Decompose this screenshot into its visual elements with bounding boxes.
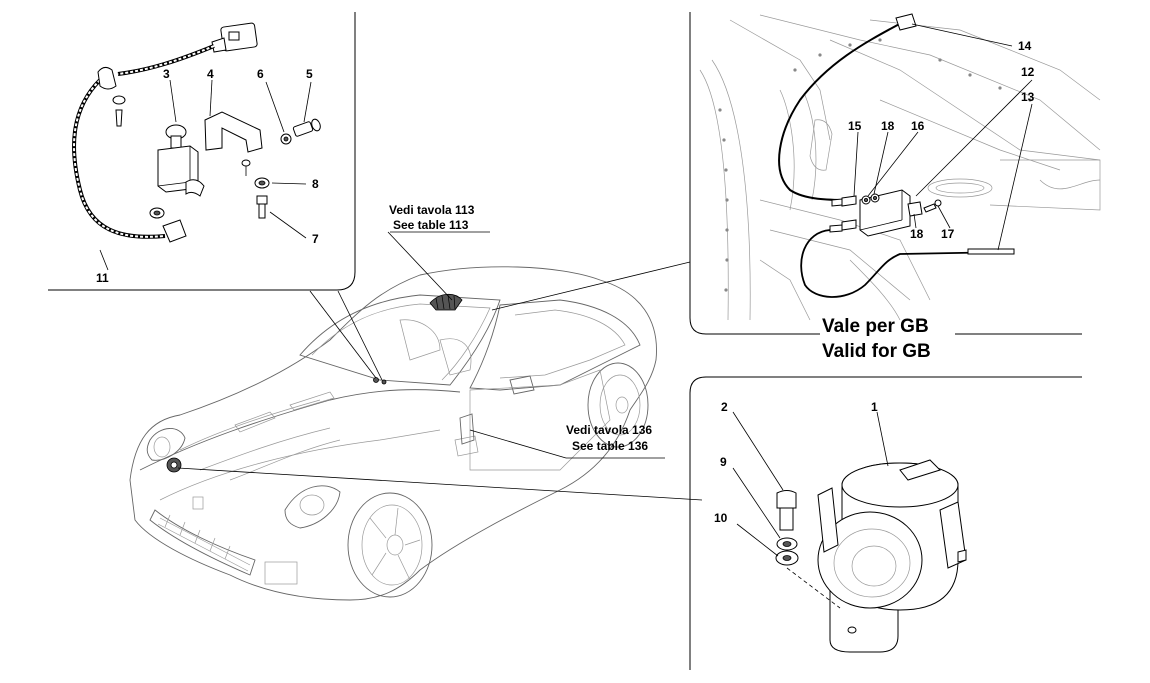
callout-8: 8 (312, 177, 319, 191)
sensor-assembly-detail (72, 22, 321, 271)
callout-17: 17 (941, 227, 955, 241)
see-table-113-it: Vedi tavola 113 (389, 203, 475, 217)
callout-15: 15 (848, 119, 862, 133)
inset-callouts: 14 12 13 15 18 16 18 17 Vale per GB Vali… (822, 39, 1035, 362)
callout-4: 4 (207, 67, 214, 81)
callout-12: 12 (1021, 65, 1035, 79)
siren-detail (732, 411, 967, 653)
callout-9: 9 (720, 455, 727, 469)
see-table-136-en: See table 136 (572, 439, 648, 453)
valid-note-en: Valid for GB (822, 341, 931, 362)
see-table-136-it: Vedi tavola 136 (566, 423, 652, 437)
callout-7: 7 (312, 232, 319, 246)
callout-6: 6 (257, 67, 264, 81)
valid-note-it: Vale per GB (822, 316, 929, 337)
siren-callouts: 2 1 9 10 (714, 400, 878, 525)
interior-inset-detail (699, 13, 1101, 321)
car-leader-lines (177, 231, 703, 501)
callout-2: 2 (721, 400, 728, 414)
callout-18-top: 18 (881, 119, 895, 133)
callout-18-bottom: 18 (910, 227, 924, 241)
callout-10: 10 (714, 511, 728, 525)
car-illustration (129, 266, 657, 601)
panel-borders (48, 12, 1082, 670)
callout-16: 16 (911, 119, 925, 133)
callout-1: 1 (871, 400, 878, 414)
callout-5: 5 (306, 67, 313, 81)
callout-11: 11 (96, 271, 109, 285)
callout-14: 14 (1018, 39, 1032, 53)
see-table-113-en: See table 113 (393, 218, 469, 232)
table-references: Vedi tavola 113 See table 113 Vedi tavol… (389, 203, 652, 453)
sensor-callouts: 3 4 6 5 8 7 11 (96, 67, 319, 285)
callout-13: 13 (1021, 90, 1035, 104)
callout-3: 3 (163, 67, 170, 81)
